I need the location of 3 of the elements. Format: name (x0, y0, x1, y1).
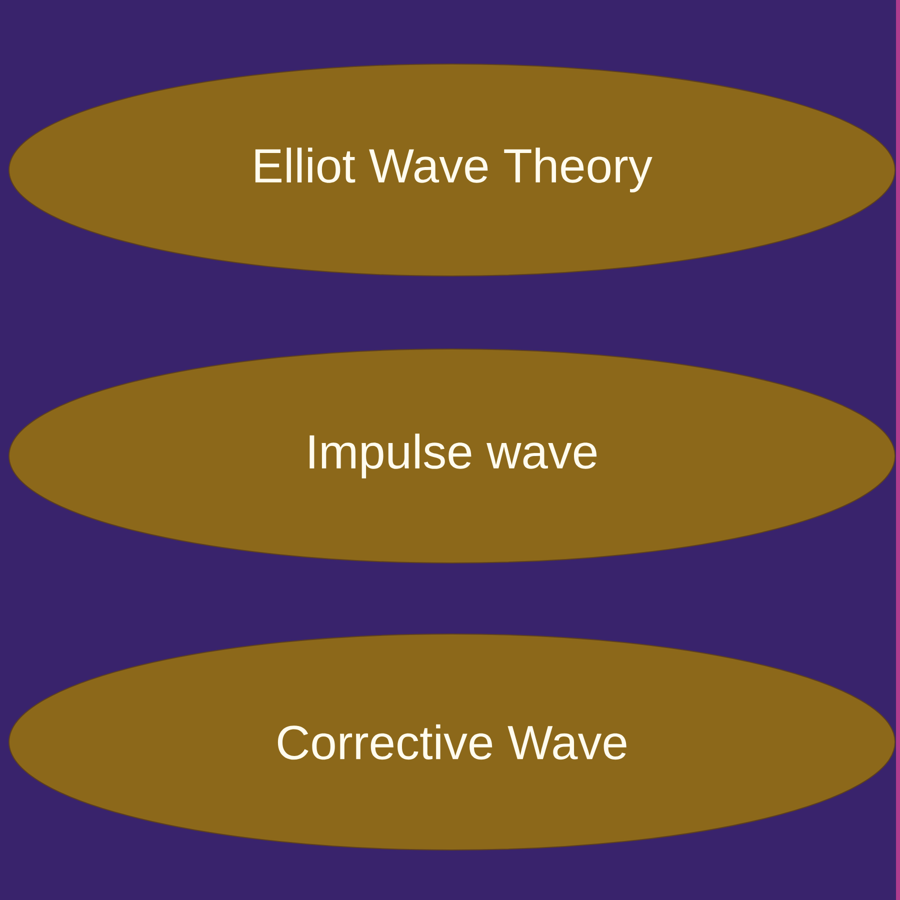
ellipse-node: Elliot Wave Theory (8, 64, 896, 276)
ellipse-node: Impulse wave (8, 348, 896, 564)
ellipse-node: Corrective Wave (8, 634, 896, 850)
